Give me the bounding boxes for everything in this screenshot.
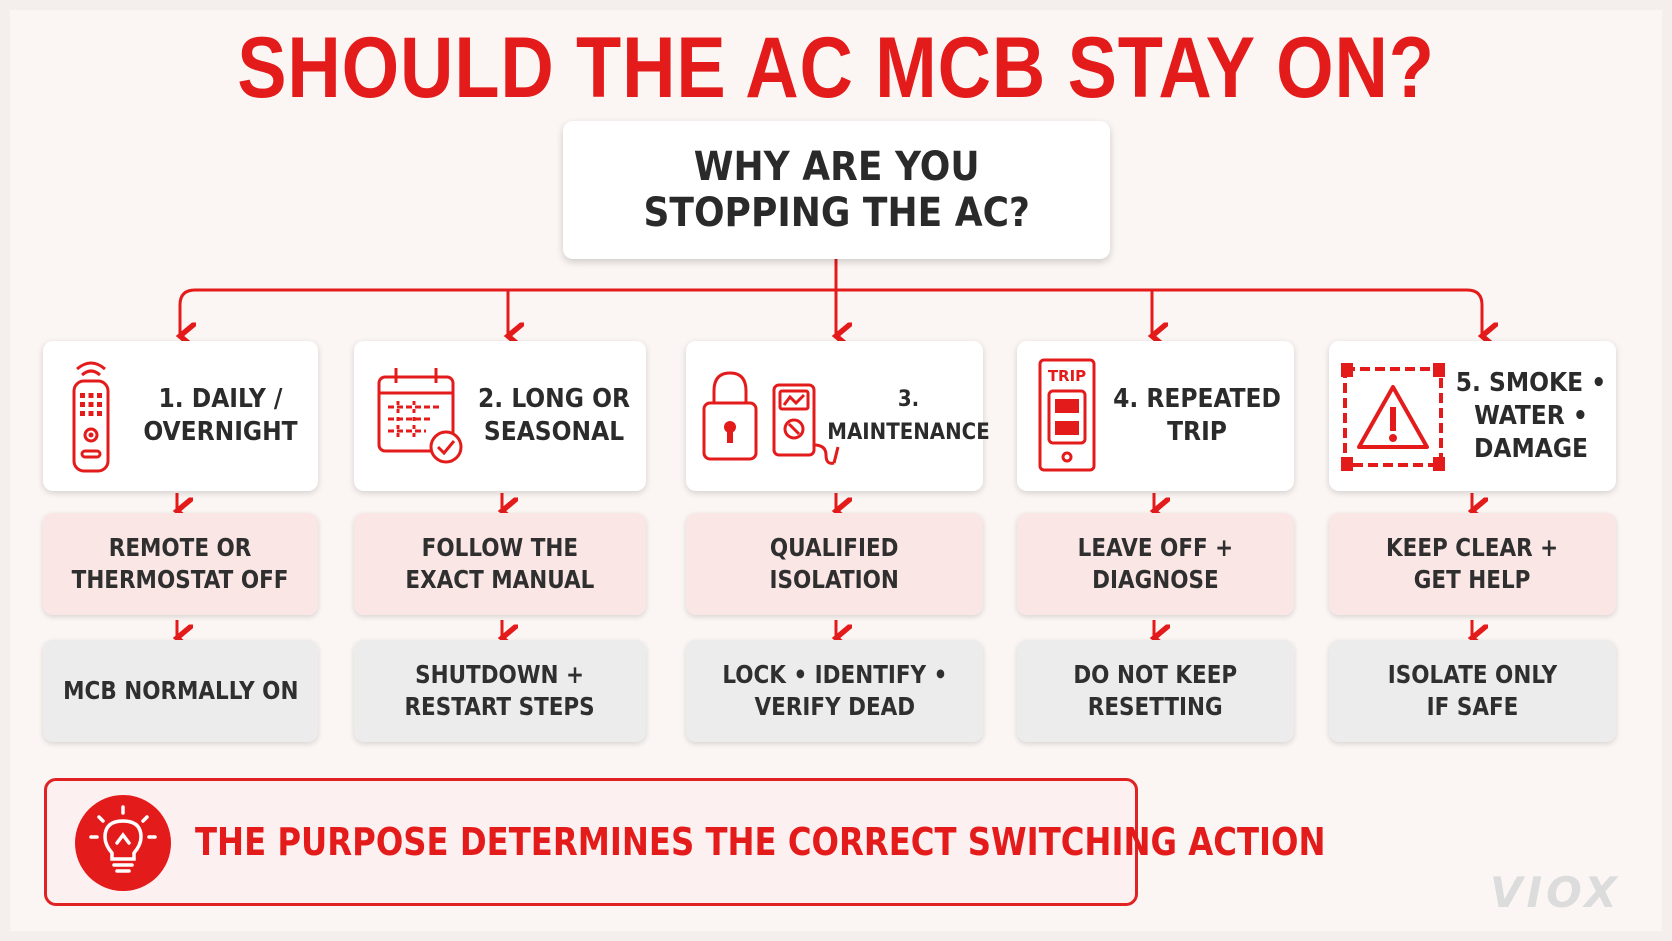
padlock-multimeter-icon (700, 367, 840, 471)
branch-5-label: 5. SMOKE • WATER • DAMAGE (1455, 367, 1607, 464)
brand-logo: VIOX (1490, 868, 1621, 917)
branch-3-action: QUALIFIED ISOLATION (686, 513, 983, 615)
question-box: WHY ARE YOU STOPPING THE AC? (563, 121, 1110, 259)
branch-1-outcome: MCB NORMALLY ON (43, 640, 318, 742)
branch-5-action: KEEP CLEAR + GET HELP (1329, 513, 1616, 615)
branch-1-label: 1. DAILY / OVERNIGHT (143, 384, 298, 447)
branch-4-outcome: DO NOT KEEP RESETTING (1017, 640, 1294, 742)
branch-3-outcome: LOCK • IDENTIFY • VERIFY DEAD (686, 640, 983, 742)
branch-2-outcome: SHUTDOWN + RESTART STEPS (354, 640, 646, 742)
branch-4-header: TRIP 4. REPEATED TRIP (1017, 341, 1294, 491)
tripped-breaker-icon: TRIP (1037, 357, 1097, 479)
remote-control-icon (69, 357, 113, 479)
branch-1-header: 1. DAILY / OVERNIGHT (43, 341, 318, 491)
branch-3-header: 3. MAINTENANCE (686, 341, 990, 491)
lightbulb-icon (75, 795, 171, 891)
branch-2-header: 2. LONG OR SEASONAL (354, 341, 646, 491)
branch-4-label: 4. REPEATED TRIP (1113, 384, 1281, 447)
trip-icon-text: TRIP (1048, 367, 1086, 385)
conclusion-banner: THE PURPOSE DETERMINES THE CORRECT SWITC… (44, 778, 1326, 906)
branch-5-outcome: ISOLATE ONLY IF SAFE (1329, 640, 1616, 742)
branch-2-label: 2. LONG OR SEASONAL (478, 384, 630, 447)
branch-2-action: FOLLOW THE EXACT MANUAL (354, 513, 646, 615)
branch-1-action: REMOTE OR THERMOSTAT OFF (43, 513, 318, 615)
warning-barrier-icon (1339, 363, 1447, 475)
conclusion-text: THE PURPOSE DETERMINES THE CORRECT SWITC… (195, 820, 1326, 864)
question-text: WHY ARE YOU STOPPING THE AC? (643, 144, 1030, 236)
branch-3-label: 3. MAINTENANCE (827, 387, 990, 445)
page-title: SHOULD THE AC MCB STAY ON? (237, 20, 1435, 116)
branch-4-action: LEAVE OFF + DIAGNOSE (1017, 513, 1294, 615)
calendar-check-icon (376, 365, 466, 469)
branch-5-header: 5. SMOKE • WATER • DAMAGE (1329, 341, 1616, 491)
